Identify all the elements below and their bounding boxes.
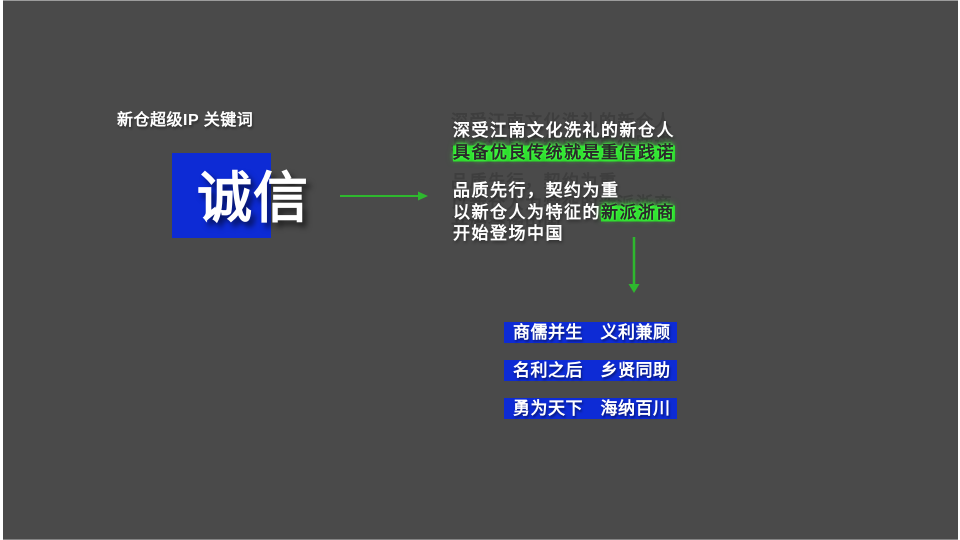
right-arrow-icon <box>340 191 428 201</box>
paragraph-ghost-line: 品质先行，契约为重 <box>451 172 618 191</box>
keyword-text: 诚信 <box>197 168 310 229</box>
paragraph-line-4: 以新仓人为特征的新派浙商 <box>453 202 713 224</box>
bullet-band-1: 商儒并生 义利兼顾 <box>504 322 677 343</box>
slide-title: 新仓超级IP 关键词 <box>117 112 254 129</box>
paragraph-gap <box>453 163 713 180</box>
down-arrow-icon <box>628 237 640 293</box>
keyword-box <box>172 153 271 238</box>
paragraph-ghost: 深受江南文化洗礼的新仓人 具备优良传统就是重信践诺 品质先行，契约为重 以新仓人… <box>451 111 711 236</box>
paragraph-ghost-line: 开始登场中国 <box>451 215 562 234</box>
paragraph: 深受江南文化洗礼的新仓人 具备优良传统就是重信践诺 品质先行，契约为重 以新仓人… <box>453 120 713 245</box>
paragraph-line-5: 开始登场中国 <box>453 224 564 243</box>
slide: 新仓超级IP 关键词 诚信 深受江南文化洗礼的新仓人 具备优良传统就是重信践诺 … <box>3 0 958 540</box>
paragraph-line-2: 具备优良传统就是重信践诺 <box>453 142 713 164</box>
bullet-band-3: 勇为天下 海纳百川 <box>504 398 677 419</box>
paragraph-line-3: 品质先行，契约为重 <box>453 181 620 200</box>
green-highlight-text: 具备优良传统就是重信践诺 <box>453 142 675 162</box>
line4-prefix: 以新仓人为特征的 <box>453 202 601 222</box>
green-highlight-text: 新派浙商 <box>601 202 675 222</box>
paragraph-ghost-line: 深受江南文化洗礼的新仓人 <box>451 112 673 131</box>
paragraph-line-1: 深受江南文化洗礼的新仓人 <box>453 121 675 140</box>
bullet-band-2: 名利之后 乡贤同助 <box>504 360 677 381</box>
